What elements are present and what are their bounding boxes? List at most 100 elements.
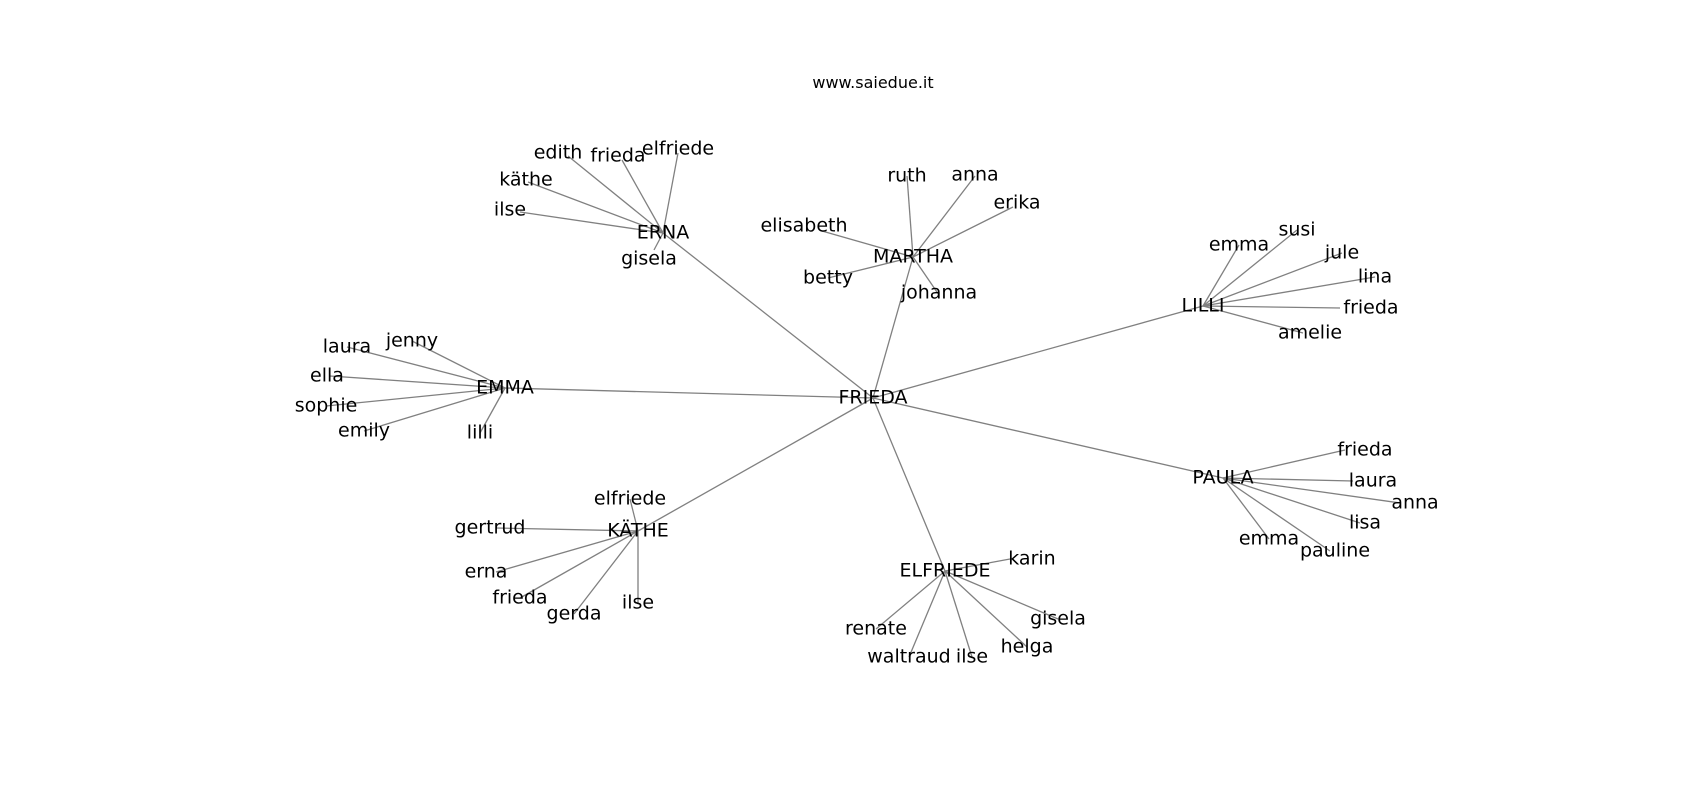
edge-erna-edith [567, 155, 664, 234]
leaf-node-label: frieda [1337, 439, 1392, 461]
edge-emma-jenny [411, 340, 506, 389]
leaf-node-label: lilli [467, 422, 493, 444]
edge-elfriede-helga [944, 570, 1028, 648]
leaf-node-label: gisela [621, 248, 677, 270]
edge-lilli-amelie [1202, 305, 1304, 334]
leaf-node-label: frieda [1343, 297, 1398, 319]
hub-node-label: ERNA [637, 222, 689, 244]
leaf-node-label: jenny [385, 330, 438, 352]
leaf-node-label: elfriede [642, 138, 714, 160]
leaf-node-label: lina [1358, 266, 1392, 288]
leaf-node-label: laura [1349, 470, 1397, 492]
leaf-node-label: käthe [499, 169, 553, 191]
leaf-node-label: pauline [1300, 540, 1370, 562]
edge-käthe-erna [495, 530, 639, 573]
edge-paula-emma [1222, 477, 1270, 540]
edge-elfriede-gisela [944, 570, 1059, 620]
edge-martha-elisabeth [821, 230, 914, 258]
leaf-node-label: erna [465, 561, 508, 583]
leaf-node-label: betty [803, 267, 853, 289]
hub-node-label: KÄTHE [607, 519, 669, 542]
edge-erna-frieda [621, 159, 664, 234]
edge-martha-johanna [912, 256, 940, 296]
edge-center-martha [872, 256, 914, 399]
edge-paula-lisa [1222, 477, 1361, 524]
edge-käthe-elfriede [629, 498, 639, 532]
edge-lilli-emma [1202, 244, 1240, 307]
center-node-label: FRIEDA [838, 387, 907, 409]
edge-emma-emily [363, 387, 506, 432]
leaf-node-label: erika [993, 192, 1040, 214]
leaf-node-label: frieda [492, 587, 547, 609]
leaf-node-label: gertrud [455, 517, 526, 539]
leaf-node-label: gisela [1030, 608, 1086, 630]
leaf-node-label: sophie [295, 395, 358, 417]
edge-erna-ilse [519, 211, 664, 234]
edge-paula-laura [1222, 477, 1354, 482]
edge-emma-sophie [325, 387, 506, 407]
edge-center-elfriede [872, 397, 946, 572]
hub-node-label: PAULA [1192, 467, 1253, 489]
leaf-node-label: edith [534, 142, 583, 164]
edge-center-emma [504, 387, 874, 399]
edge-lilli-frieda [1202, 305, 1341, 309]
leaf-node-label: ruth [887, 165, 926, 187]
edge-käthe-frieda [519, 530, 639, 599]
edge-emma-lilli [479, 387, 506, 434]
hub-node-label: MARTHA [873, 246, 953, 268]
leaf-node-label: elisabeth [760, 215, 847, 237]
leaf-node-label: anna [951, 164, 998, 186]
leaf-node-label: ilse [622, 592, 654, 614]
edge-elfriede-renate [875, 570, 946, 630]
edge-erna-elfriede [662, 152, 679, 234]
leaf-node-label: waltraud [867, 646, 950, 668]
edge-elfriede-karin [944, 558, 1011, 572]
edge-center-erna [662, 232, 874, 399]
edge-emma-laura [346, 346, 506, 389]
leaf-node-label: lisa [1349, 512, 1381, 534]
leaf-node-label: jule [1324, 242, 1359, 264]
leaf-node-label: ilse [956, 646, 988, 668]
watermark: www.saiedue.it [812, 73, 933, 92]
leaf-node-label: emma [1239, 528, 1299, 550]
edge-martha-erika [912, 206, 1014, 258]
edge-lilli-lina [1202, 276, 1376, 307]
leaf-node-label: karin [1008, 548, 1055, 570]
edge-erna-gisela [653, 232, 664, 251]
edge-käthe-gertrud [495, 527, 639, 532]
edge-martha-ruth [906, 175, 914, 258]
edge-käthe-gerda [573, 530, 639, 615]
edge-center-käthe [637, 397, 874, 532]
edge-erna-käthe [527, 181, 664, 234]
leaf-node-label: elfriede [594, 488, 666, 510]
hub-node-label: EMMA [476, 377, 534, 399]
leaf-node-label: gerda [547, 603, 602, 625]
leaf-node-label: laura [323, 336, 371, 358]
edge-martha-anna [912, 175, 976, 258]
edge-martha-betty [827, 256, 914, 279]
edge-elfriede-waltraud [908, 570, 946, 658]
leaf-node-label: helga [1001, 636, 1054, 658]
hub-node-label: LILLI [1182, 295, 1225, 317]
edge-lilli-susi [1202, 229, 1298, 307]
leaf-node-label: renate [845, 618, 907, 640]
edge-center-lilli [872, 305, 1204, 399]
leaf-node-label: emma [1209, 234, 1269, 256]
edge-paula-anna [1222, 477, 1401, 504]
edge-emma-ella [329, 375, 506, 389]
leaf-node-label: ella [310, 365, 344, 387]
edge-elfriede-ilse [944, 570, 973, 658]
edge-center-paula [872, 397, 1224, 479]
leaf-node-label: emily [338, 420, 390, 442]
edges [325, 152, 1401, 658]
edge-lilli-jule [1202, 252, 1343, 307]
leaf-node-label: amelie [1278, 322, 1342, 344]
leaf-node-label: susi [1278, 219, 1315, 241]
leaf-node-label: frieda [590, 145, 645, 167]
leaf-node-label: ilse [494, 199, 526, 221]
edge-paula-frieda [1222, 449, 1346, 479]
hub-node-label: ELFRIEDE [900, 560, 991, 582]
edge-paula-pauline [1222, 477, 1331, 552]
